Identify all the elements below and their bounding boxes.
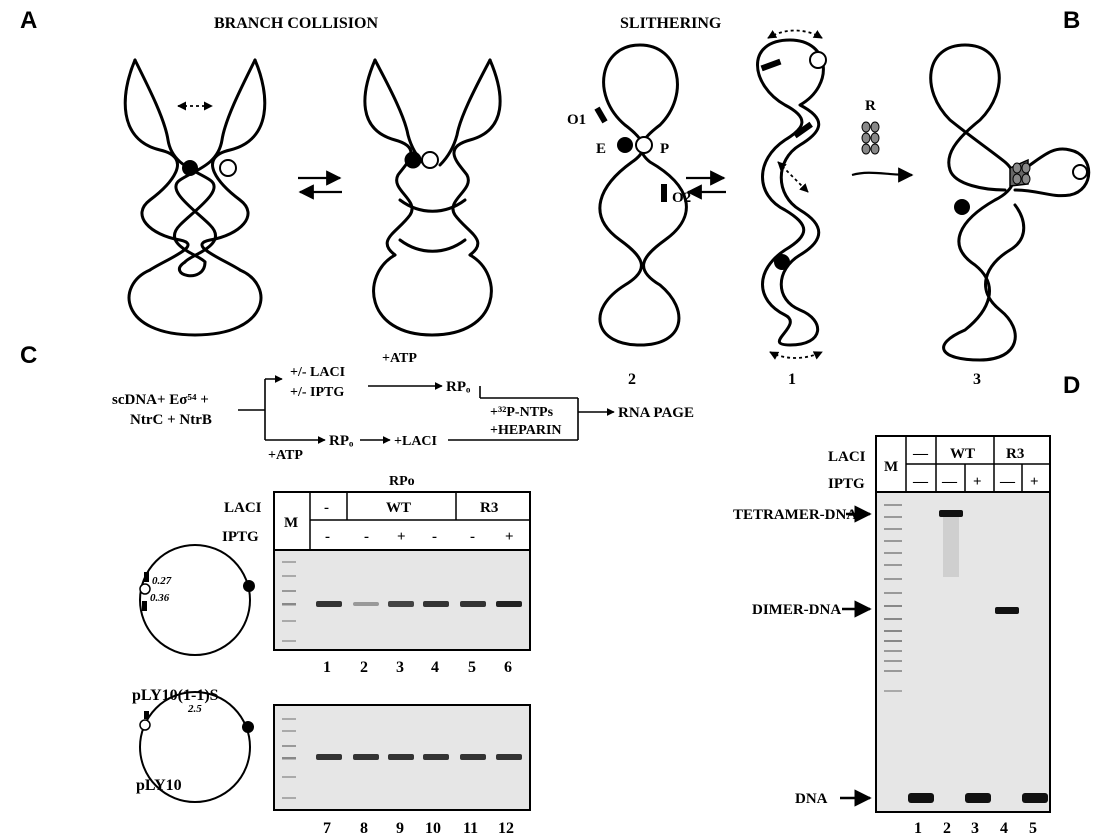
dimer-dna-label: DIMER-DNA (752, 602, 841, 618)
r-label: R (865, 98, 876, 114)
gel-c-lane-12: 12 (498, 820, 514, 837)
gel-c-lane-7: 7 (323, 820, 331, 837)
slithering-title: SLITHERING (620, 15, 722, 32)
gel-c-lane-6: 6 (504, 659, 512, 676)
figure-number-1: 1 (788, 371, 796, 388)
gel-c-lane-5: 5 (468, 659, 476, 676)
gel-d-lane-5: 5 (1029, 820, 1037, 837)
p-label: P (660, 141, 669, 157)
gel-c-laci-label: LACI (224, 500, 262, 516)
gel-c-lane-3: 3 (396, 659, 404, 676)
scheme-rpo-upper: RPₒ (446, 379, 471, 395)
panel-label-d: D (1063, 372, 1080, 399)
gel-c-top (274, 550, 530, 650)
gel-c-iptg-3: + (397, 529, 406, 545)
equilibrium-arrows-right (686, 178, 726, 192)
gel-c-iptg-label: IPTG (222, 529, 259, 545)
gel-c-lane-8: 8 (360, 820, 368, 837)
gel-c-iptg-4: - (432, 529, 437, 545)
tetramer-dna-label: TETRAMER-DNA (733, 507, 857, 523)
gel-c-lane-4: 4 (431, 659, 439, 676)
gel-d-lane-4: 4 (1000, 820, 1008, 837)
gel-d-iptg-label: IPTG (828, 476, 865, 492)
plasmid-1-distance-1: 0.27 (152, 575, 172, 587)
scheme-upper-laci: +/- LACI (290, 365, 345, 380)
plasmid-1 (758, 31, 827, 359)
gel-d-lane-3: 3 (971, 820, 979, 837)
gel-d-laci-none: — (912, 446, 929, 462)
scheme-ntps: +³²P-NTPs (490, 405, 554, 420)
plasmid-2-name: pLY10 (136, 777, 182, 794)
gel-d-laci-label: LACI (828, 449, 866, 465)
gel-d-lane-2: 2 (943, 820, 951, 837)
scheme-start-line1: scDNA+ Eσ⁵⁴ + (112, 392, 209, 408)
gel-d-iptg-3: + (973, 474, 982, 490)
panel-label-c: C (20, 342, 37, 369)
scheme-upper-atp: +ATP (382, 351, 417, 366)
scheme-upper-iptg: +/- IPTG (290, 385, 344, 400)
figure-number-3: 3 (973, 371, 981, 388)
gel-c-m-label: M (284, 515, 298, 531)
gel-c-iptg-1: - (325, 529, 330, 545)
gel-c-lane-9: 9 (396, 820, 404, 837)
lac-repressor-icon (862, 122, 879, 154)
gel-d-laci-wt: WT (950, 446, 975, 462)
scheme-heparin: +HEPARIN (490, 423, 562, 438)
gel-c-iptg-6: + (505, 529, 514, 545)
scheme-rna-page: RNA PAGE (618, 405, 694, 421)
scheme-rpo-lower: RPₒ (329, 433, 354, 449)
plasmid-1-distance-2: 0.36 (150, 592, 170, 604)
gel-d-lane-1: 1 (914, 820, 922, 837)
gel-c-bottom (274, 705, 530, 810)
branch-collision-right (365, 60, 500, 335)
gel-d-laci-r3: R3 (1006, 446, 1024, 462)
reaction-scheme: scDNA+ Eσ⁵⁴ + NtrC + NtrB +/- LACI +/- I… (112, 351, 694, 463)
gel-c-lane-10: 10 (425, 820, 441, 837)
reaction-arrow (852, 173, 912, 175)
scheme-start-line2: NtrC + NtrB (130, 412, 212, 428)
gel-d-iptg-4: — (999, 474, 1016, 490)
gel-c-lane-11: 11 (463, 820, 478, 837)
gel-c-lane-1: 1 (323, 659, 331, 676)
dna-label: DNA (795, 791, 828, 807)
gel-c-laci-none: - (324, 500, 329, 516)
gel-c-iptg-5: - (470, 529, 475, 545)
gel-d-iptg-2: — (941, 474, 958, 490)
gel-d-m-label: M (884, 459, 898, 475)
figure-number-2: 2 (628, 371, 636, 388)
scheme-lower-atp: +ATP (268, 448, 303, 463)
gel-d-header (876, 436, 1050, 492)
gel-c-iptg-2: - (364, 529, 369, 545)
plasmid-2-distance: 2.5 (187, 703, 202, 715)
gel-d (876, 492, 1050, 812)
gel-d-iptg-5: + (1030, 474, 1039, 490)
branch-collision-title: BRANCH COLLISION (214, 15, 378, 32)
gel-c-lane-2: 2 (360, 659, 368, 676)
rpo-header: RPo (389, 474, 415, 489)
equilibrium-arrows-left (298, 178, 342, 192)
panel-label-a: A (20, 7, 37, 34)
gel-c-laci-wt: WT (386, 500, 411, 516)
plasmid-3 (931, 45, 1089, 360)
branch-collision-left (125, 60, 265, 335)
scheme-lower-laci: +LACI (394, 434, 437, 449)
panel-label-b: B (1063, 7, 1080, 34)
e-label: E (596, 141, 606, 157)
gel-c-laci-r3: R3 (480, 500, 498, 516)
o1-label: O1 (567, 112, 586, 128)
gel-d-iptg-1: — (912, 474, 929, 490)
